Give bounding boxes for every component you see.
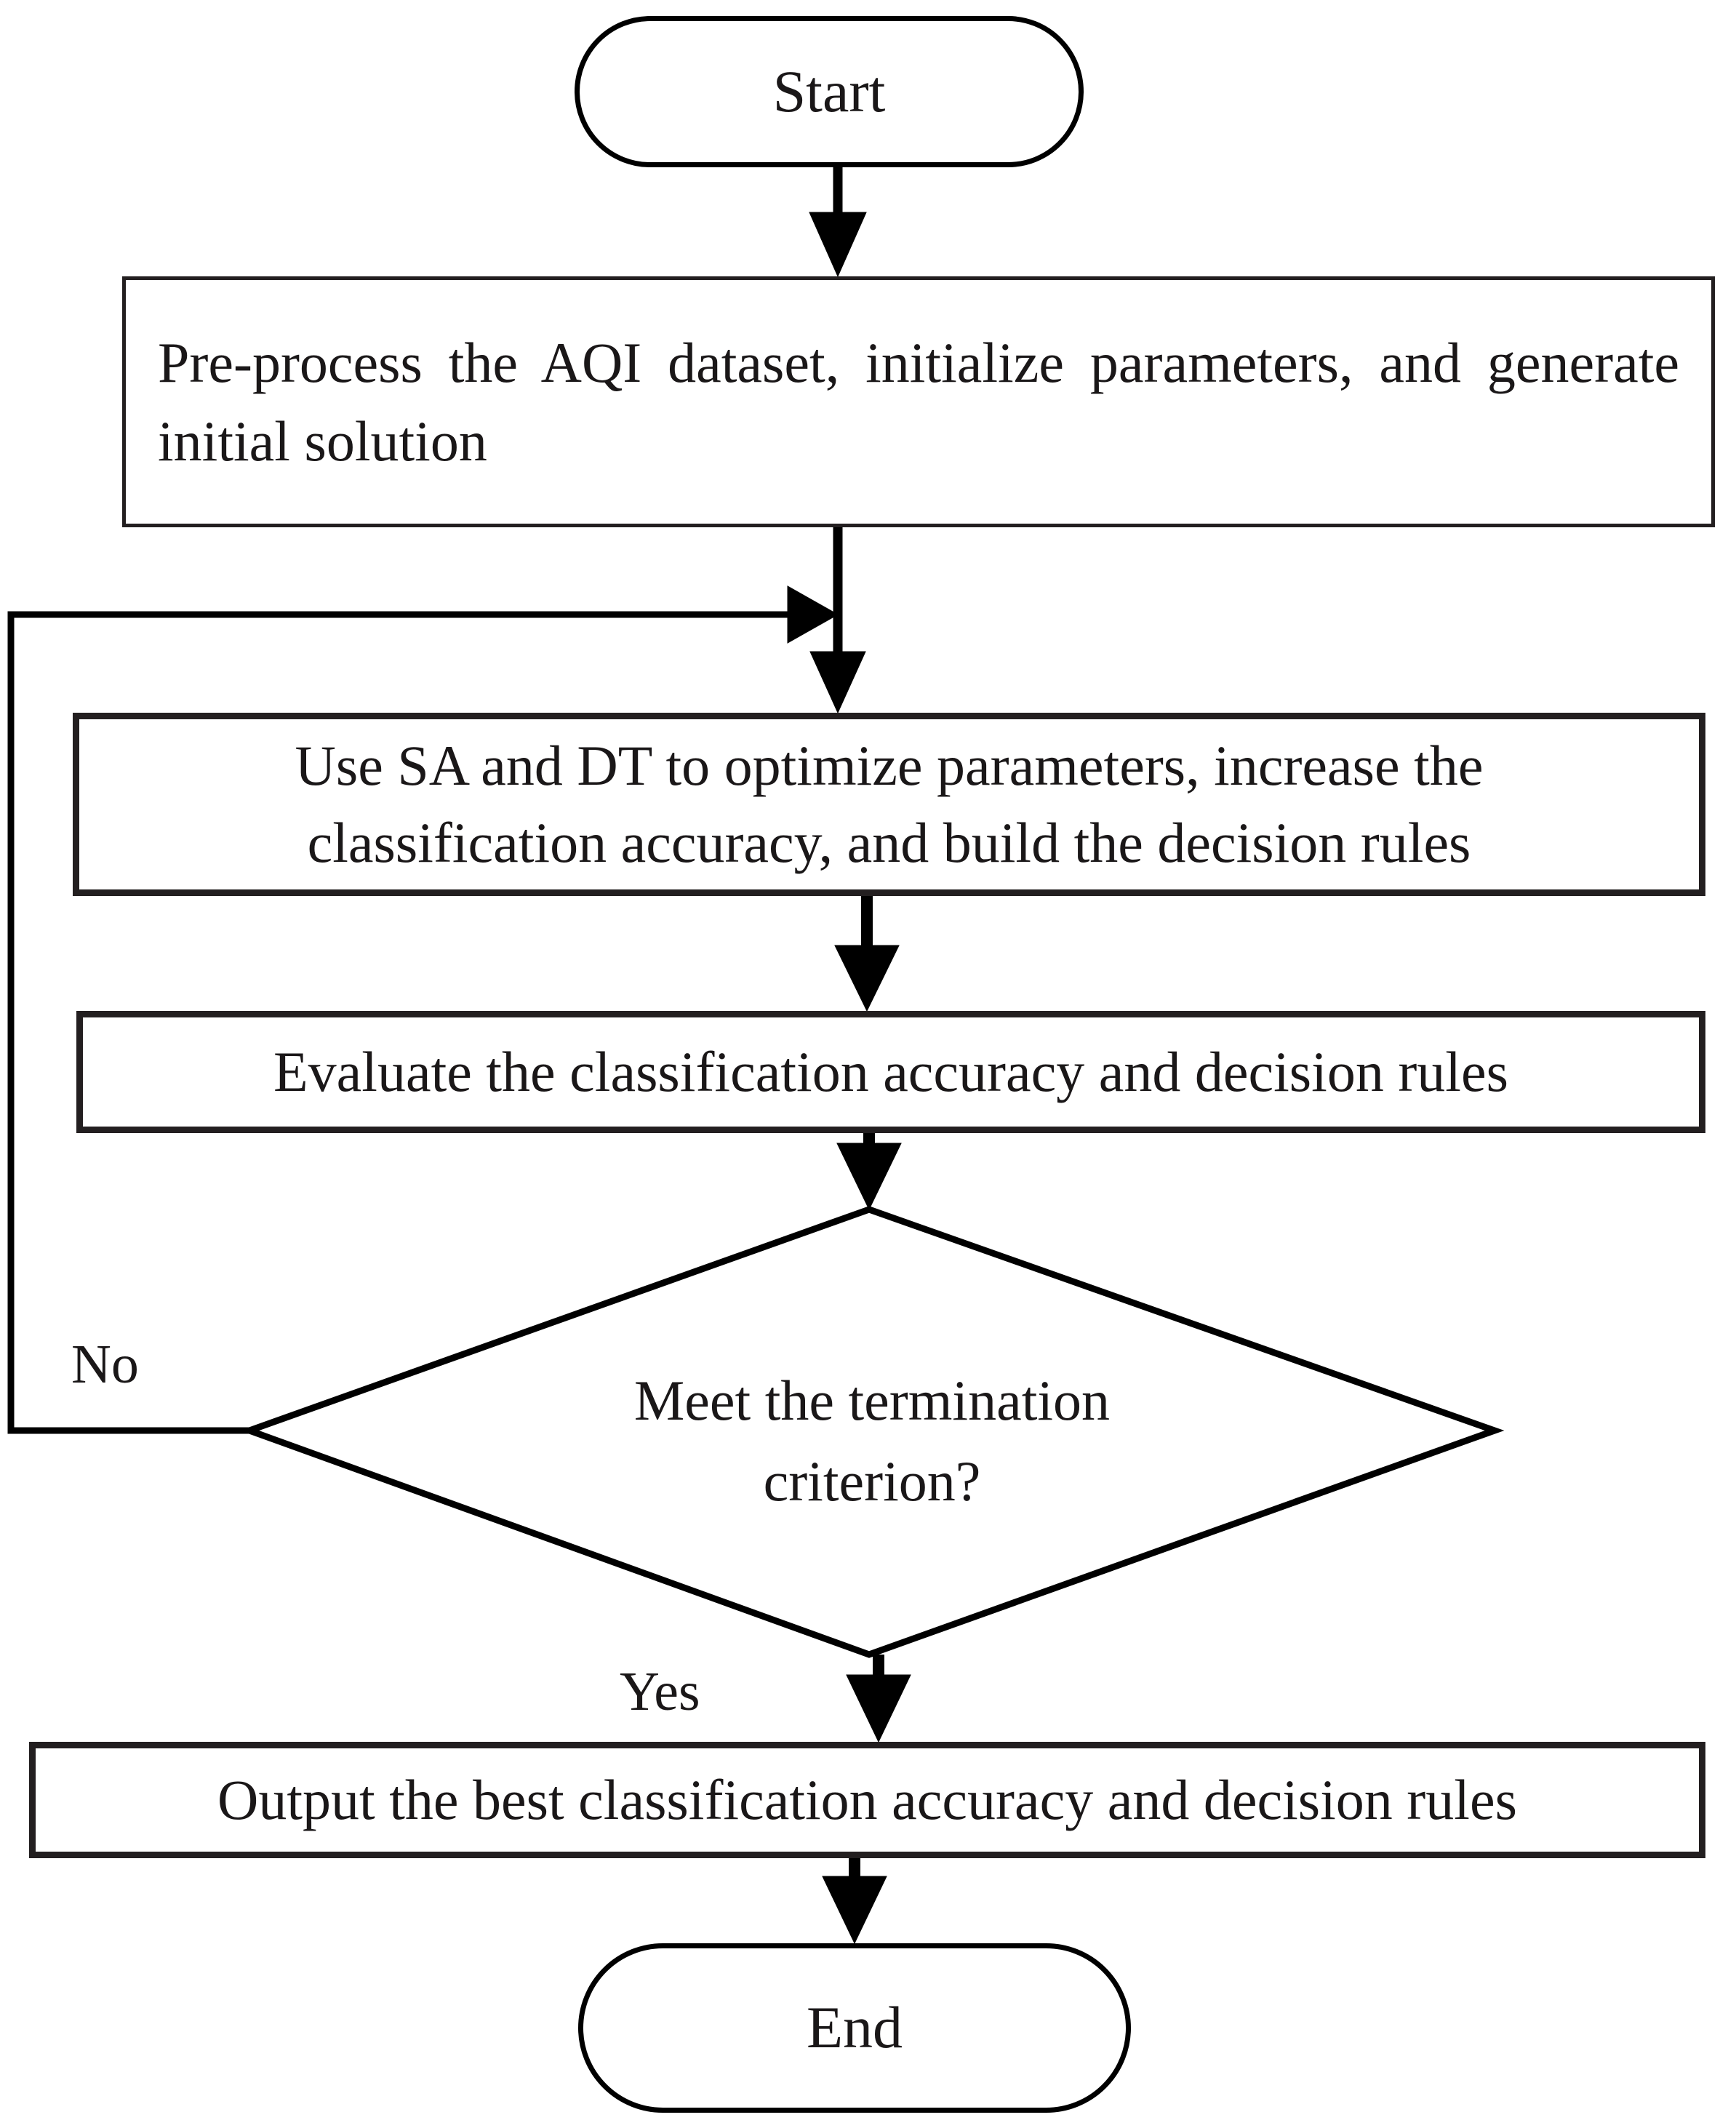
- node-end[interactable]: End: [578, 1943, 1131, 2113]
- node-start-label: Start: [772, 57, 886, 124]
- node-decision[interactable]: Meet the termination criterion?: [239, 1206, 1505, 1658]
- node-preprocess[interactable]: Pre-process the AQI dataset, initialize …: [122, 276, 1715, 527]
- arrowhead-evaluate: [834, 945, 900, 1012]
- arrowhead-loop-join: [787, 585, 839, 644]
- node-optimize[interactable]: Use SA and DT to optimize parameters, in…: [73, 713, 1705, 896]
- node-evaluate[interactable]: Evaluate the classification accuracy and…: [76, 1011, 1705, 1133]
- node-output-label: Output the best classification accuracy …: [217, 1768, 1517, 1832]
- node-optimize-label: Use SA and DT to optimize parameters, in…: [295, 733, 1484, 874]
- edge-label-yes: Yes: [620, 1661, 700, 1722]
- arrowhead-decision: [836, 1143, 902, 1211]
- arrowhead-preprocess: [809, 212, 867, 278]
- edge-label-no: No: [71, 1334, 139, 1395]
- node-preprocess-label: Pre-process the AQI dataset, initialize …: [158, 330, 1679, 473]
- node-start[interactable]: Start: [575, 16, 1084, 167]
- node-output[interactable]: Output the best classification accuracy …: [29, 1742, 1705, 1858]
- node-end-label: End: [806, 1994, 903, 2061]
- arrowhead-optimize: [809, 651, 866, 714]
- decision-diamond-shape: [239, 1206, 1505, 1658]
- node-decision-label: Meet the termination criterion?: [473, 1361, 1271, 1522]
- arrowhead-end: [822, 1876, 887, 1945]
- arrowhead-output: [846, 1674, 911, 1743]
- node-decision-label-line2: criterion?: [763, 1449, 981, 1513]
- node-evaluate-label: Evaluate the classification accuracy and…: [273, 1040, 1508, 1104]
- node-decision-label-line1: Meet the termination: [633, 1369, 1111, 1433]
